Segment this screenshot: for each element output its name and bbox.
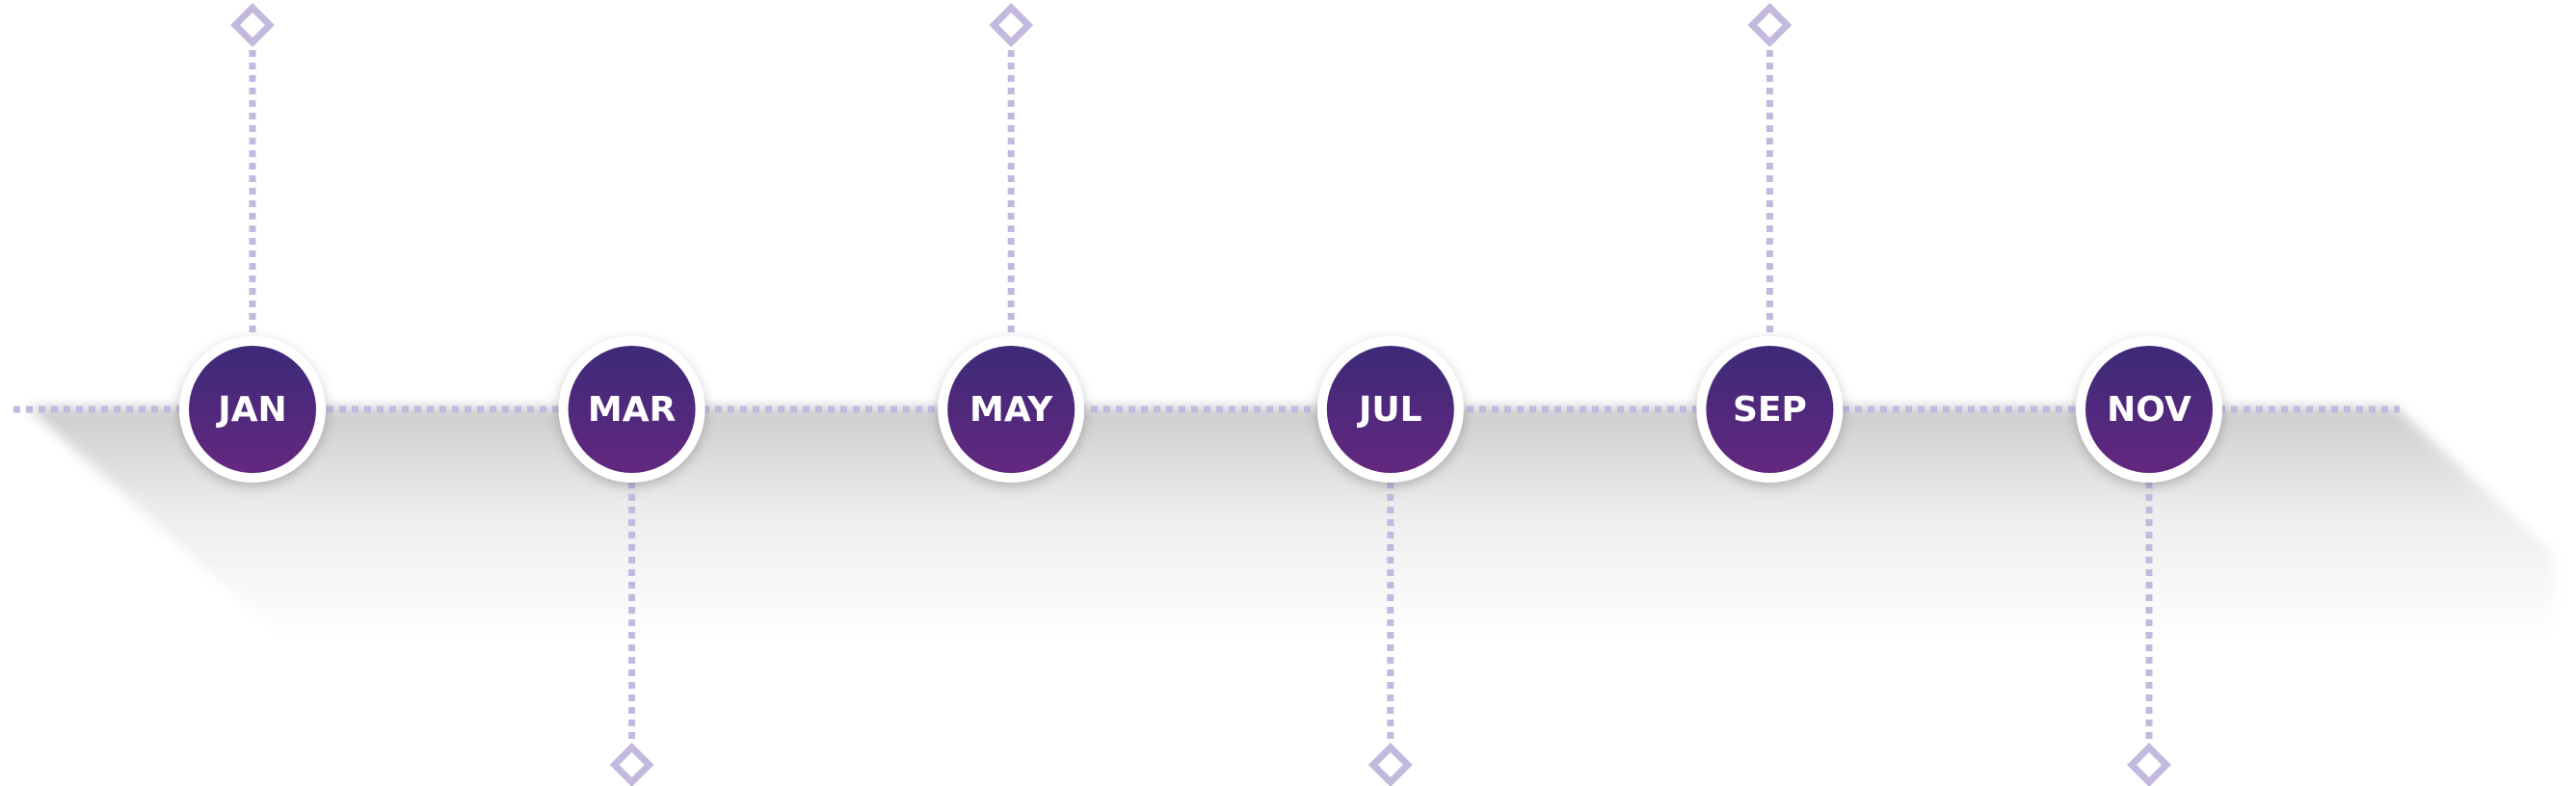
month-label: NOV xyxy=(2107,390,2191,430)
month-label: SEP xyxy=(1733,390,1807,430)
timeline-node-mar: MAR xyxy=(558,336,705,786)
diamond-marker-icon xyxy=(2127,743,2171,786)
node-disc xyxy=(947,346,1076,473)
diamond-marker-icon xyxy=(1368,743,1413,786)
node-disc xyxy=(2085,346,2213,473)
node-disc xyxy=(568,346,696,473)
month-label: MAY xyxy=(969,390,1053,430)
timeline-node-may: MAY xyxy=(938,3,1085,483)
timeline-node-nov: NOV xyxy=(2076,336,2222,786)
timeline-node-jul: JUL xyxy=(1316,336,1464,786)
diamond-marker-icon xyxy=(989,3,1034,47)
diamond-marker-icon xyxy=(609,743,654,786)
node-disc xyxy=(1706,346,1834,473)
month-label: JUL xyxy=(1356,390,1422,430)
diamond-marker-icon xyxy=(230,3,275,47)
diamond-marker-icon xyxy=(1747,3,1793,47)
month-label: JAN xyxy=(215,390,286,430)
timeline-nodes: JAN MAR MAY JUL SEP NOV xyxy=(179,3,2222,786)
timeline-node-jan: JAN xyxy=(179,3,326,483)
month-label: MAR xyxy=(588,390,676,430)
node-disc xyxy=(189,346,316,473)
node-disc xyxy=(1326,346,1454,473)
timeline-node-sep: SEP xyxy=(1696,3,1844,483)
